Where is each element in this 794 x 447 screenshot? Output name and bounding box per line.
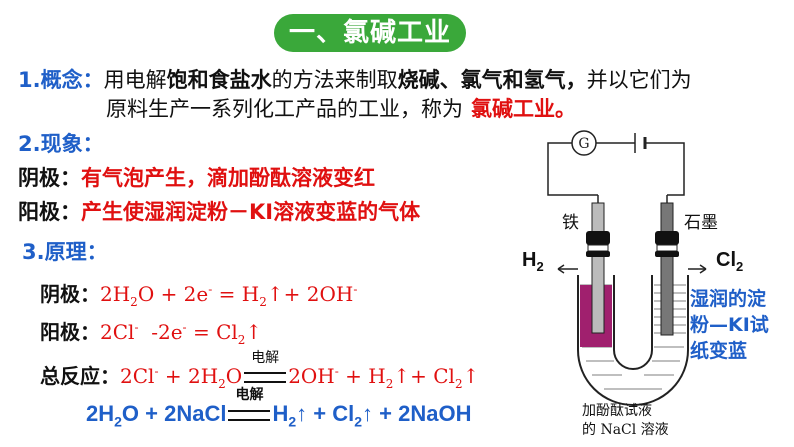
anode-eq-label: 阳极：: [40, 320, 100, 344]
graphite-label: 石墨: [684, 213, 718, 233]
h2-arrow-icon: [557, 264, 565, 274]
concept-text-4: 原料生产一系列化工产品的工业，称为: [106, 97, 463, 121]
u-tube-outer: [577, 275, 689, 406]
phenomenon-cathode: 阴极：有气泡产生，滴加酚酞溶液变红: [18, 162, 375, 192]
cathode-text: 有气泡产生，滴加酚酞溶液变红: [81, 166, 375, 190]
concept-term: 氯碱工业。: [471, 97, 576, 121]
cl2-label: Cl2: [716, 249, 743, 274]
concept-bold-1: 饱和食盐水: [166, 68, 272, 92]
right-stopper: [655, 231, 679, 245]
iron-electrode: [591, 202, 605, 334]
phenomenon-title: 2.现象：: [18, 132, 104, 156]
caption-line-1: 加酚酞试液: [582, 403, 652, 419]
electrolysis-apparatus-diagram: G 铁 石墨 H2 Cl2 湿润的淀 粉—KI试 纸变蓝 加酚酞试液 的 NaC…: [522, 130, 769, 438]
cathode-label: 阴极：: [18, 166, 81, 190]
section-banner: 一、氯碱工业: [274, 14, 466, 52]
graphite-electrode: [660, 202, 674, 336]
cathode-eq-label: 阴极：: [40, 282, 100, 306]
circuit-wires: [547, 142, 685, 196]
ki-note-line-3: 纸变蓝: [690, 339, 747, 362]
galvanometer-label: G: [578, 136, 589, 152]
total-eq-label: 总反应：: [40, 364, 120, 388]
anode-equation: 2Cl- -2e- = Cl2↑: [100, 320, 263, 347]
concept-text-3: 并以它们为: [586, 68, 692, 92]
anode-label: 阳极：: [18, 200, 81, 224]
caption-line-2: 的 NaCl 溶液: [582, 422, 669, 438]
u-tube-inner: [613, 275, 653, 370]
h2-label: H2: [522, 249, 544, 274]
ki-note-line-2: 粉—KI试: [690, 313, 769, 336]
concept-bold-2: 烧碱、氯气和氢气，: [397, 68, 587, 92]
principle-title: 3.原理：: [22, 240, 108, 264]
concept-text: 用电解: [103, 68, 167, 92]
iron-label: 铁: [562, 213, 579, 233]
concept-line-2: 原料生产一系列化工产品的工业，称为氯碱工业。: [106, 93, 576, 123]
left-stopper: [586, 231, 610, 245]
cathode-equation-row: 阴极：2H2O + 2e- = H2↑+ 2OH-: [40, 278, 357, 309]
concept-line-1: 1.概念：用电解饱和食盐水的方法来制取烧碱、氯气和氢气，并以它们为: [18, 64, 692, 94]
galvanometer-icon: [571, 130, 597, 156]
anode-equation-row: 阳极：2Cl- -2e- = Cl2↑: [40, 316, 262, 347]
concept-text-2: 的方法来制取: [271, 68, 398, 92]
anode-text: 产生使湿润淀粉－KI溶液变蓝的气体: [81, 200, 421, 224]
cl2-arrow-icon: [699, 264, 707, 274]
cathode-equation: 2H2O + 2e- = H2↑+ 2OH-: [100, 282, 358, 309]
concept-number: 1.概念：: [18, 68, 104, 92]
electrolysis-condition: 电解: [242, 350, 288, 388]
ki-note-line-1: 湿润的淀: [690, 287, 767, 310]
electrolysis-condition-2: 电解: [226, 387, 272, 427]
phenomenon-anode: 阳极：产生使湿润淀粉－KI溶液变蓝的气体: [18, 196, 420, 226]
